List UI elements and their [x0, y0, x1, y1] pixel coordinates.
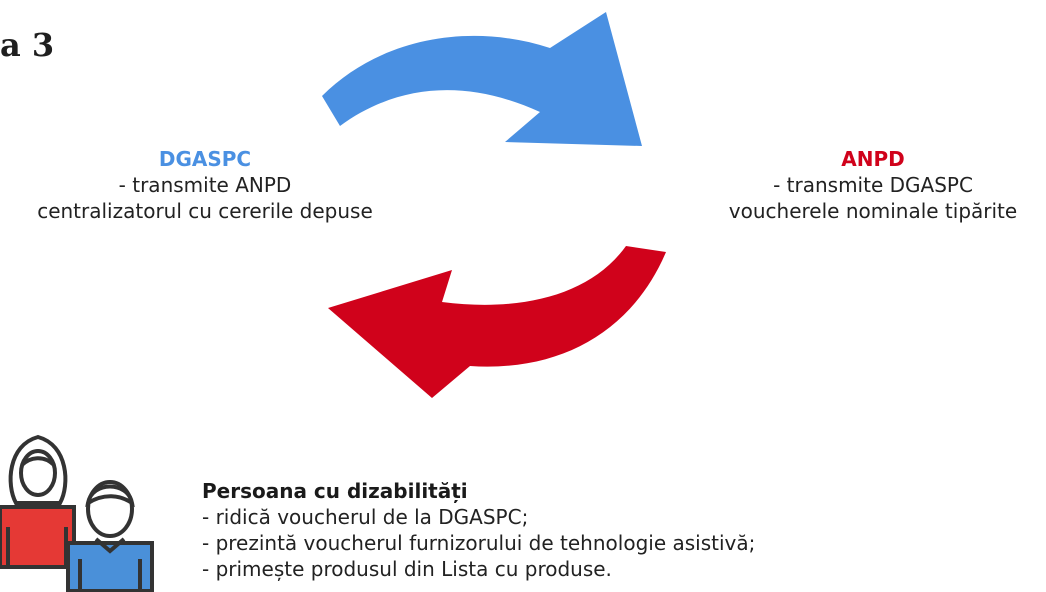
step-heading: a 3: [0, 26, 55, 64]
dgaspc-name: DGASPC: [158, 147, 252, 171]
person-action-item: - ridică voucherul de la DGASPC;: [202, 505, 529, 529]
person-block: Persoana cu dizabilități - ridică vouche…: [202, 478, 755, 582]
people-icon: [0, 434, 154, 592]
person-red-icon: [0, 434, 76, 569]
person-blue-icon: [66, 480, 154, 592]
blue-curved-arrow-icon: [322, 12, 642, 146]
dgaspc-box: DGASPC - transmite ANPD centralizatorul …: [0, 146, 410, 224]
red-curved-arrow-icon: [328, 246, 666, 398]
anpd-name: ANPD: [841, 147, 905, 171]
person-actions-list: - ridică voucherul de la DGASPC; - prezi…: [202, 504, 755, 582]
person-action-item: - prezintă voucherul furnizorului de teh…: [202, 531, 756, 555]
anpd-box: ANPD - transmite DGASPC voucherele nomin…: [700, 146, 1046, 224]
person-title: Persoana cu dizabilități: [202, 479, 468, 503]
dgaspc-action-line1: - transmite ANPD: [118, 173, 292, 197]
dgaspc-action-line2: centralizatorul cu cererile depuse: [37, 199, 373, 223]
person-action-item: - primește produsul din Lista cu produse…: [202, 557, 612, 581]
anpd-action-line1: - transmite DGASPC: [773, 173, 973, 197]
anpd-action-line2: voucherele nominale tipărite: [728, 199, 1018, 223]
